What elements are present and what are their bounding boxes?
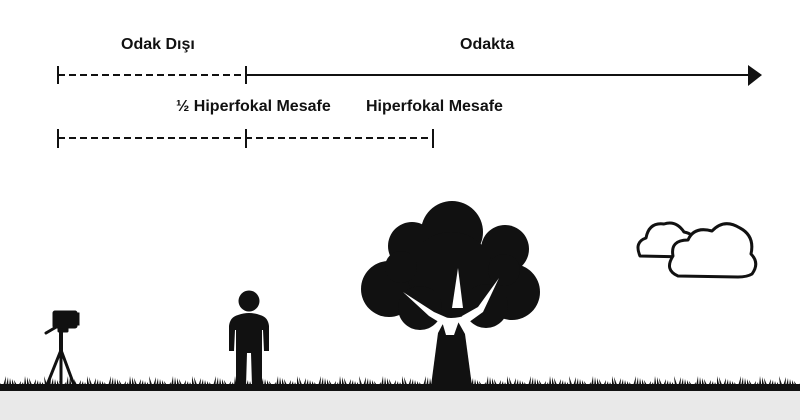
grass-blade <box>0 376 800 386</box>
out-of-focus-label: Odak Dışı <box>121 36 195 53</box>
large-cloud <box>667 222 758 279</box>
arrow-head-icon <box>748 65 762 86</box>
hyperfocal-range-line <box>57 129 434 148</box>
focus-range-line <box>57 65 762 86</box>
person-icon <box>229 290 269 386</box>
tree-icon <box>361 201 540 386</box>
clouds-icon <box>636 221 758 279</box>
hyperfocal-label: Hiperfokal Mesafe <box>366 98 503 115</box>
half-hyperfocal-label: ½ Hiperfokal Mesafe <box>176 98 331 115</box>
grass-strip <box>0 376 800 391</box>
in-focus-label: Odakta <box>460 36 515 53</box>
camera-on-tripod-icon <box>44 310 80 387</box>
ground <box>0 390 800 420</box>
